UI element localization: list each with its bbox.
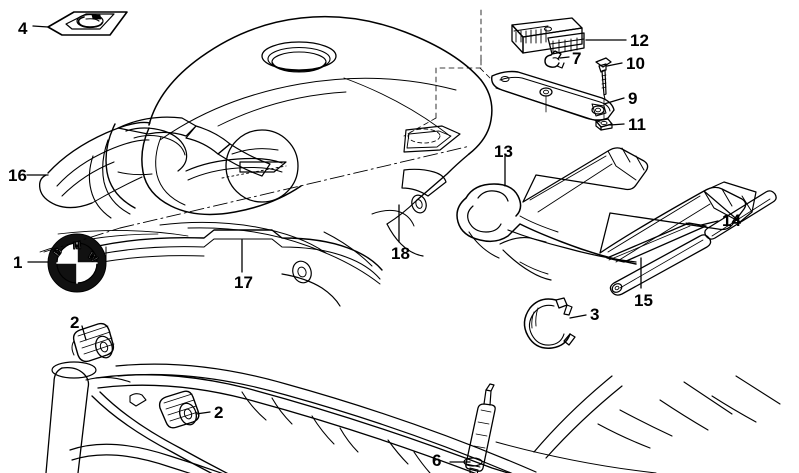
callout-label-1: 1: [13, 253, 23, 272]
callout-label-16: 16: [8, 166, 27, 185]
callout-label-4: 4: [18, 19, 28, 38]
fuel-filler-neck: [261, 41, 337, 73]
callout-label-7: 7: [572, 49, 582, 68]
callout-label-3: 3: [590, 305, 600, 324]
part-2-rubber-grommet-lower: [158, 390, 200, 429]
callout-label-11: 11: [628, 115, 646, 134]
part-18-tank-rear-mount-bracket: [371, 209, 415, 227]
callout-label-2-upper: 2: [70, 313, 80, 332]
part-1-bmw-roundel-emblem: B M W: [47, 233, 107, 293]
tank-lower-edge: [187, 227, 381, 285]
callout-label-18: 18: [391, 244, 410, 263]
callout-label-12: 12: [630, 31, 649, 50]
part-2-rubber-grommet-upper: [71, 322, 115, 363]
part-7-retaining-clip: [544, 50, 565, 69]
callout-label-17: 17: [234, 273, 253, 292]
part-11-nut-washer: [595, 118, 613, 131]
part-15-tommy-bar-rod: [609, 190, 777, 296]
part-second-wrench: [599, 181, 757, 263]
callout-label-14: 14: [722, 211, 741, 230]
assembly-axis-line: [43, 145, 471, 253]
part-13-hook-wrench: [456, 147, 649, 281]
callout-label-13: 13: [494, 142, 513, 161]
part-16-tank-side-trim-left: [38, 121, 151, 209]
callout-leader-lines: [26, 25, 719, 463]
detail-circle-callout: [225, 129, 299, 203]
callout-label-9: 9: [628, 89, 638, 108]
motorcycle-frame: [45, 361, 781, 473]
part-3-spring-clamp: [523, 297, 576, 349]
callout-label-15: 15: [634, 291, 653, 310]
svg-text:M: M: [73, 241, 82, 252]
part-fuel-tank-body: [39, 15, 493, 257]
part-9-tank-support-rail: [403, 59, 615, 144]
part-12-connector-terminal-block: [480, 7, 585, 61]
callout-label-6: 6: [432, 451, 442, 470]
part-17-tank-lower-rail-seal: [97, 221, 383, 307]
part-4-badge-retainer-plate: [47, 11, 128, 36]
callout-label-2-lower: 2: [214, 403, 224, 422]
callout-label-10: 10: [626, 54, 645, 73]
